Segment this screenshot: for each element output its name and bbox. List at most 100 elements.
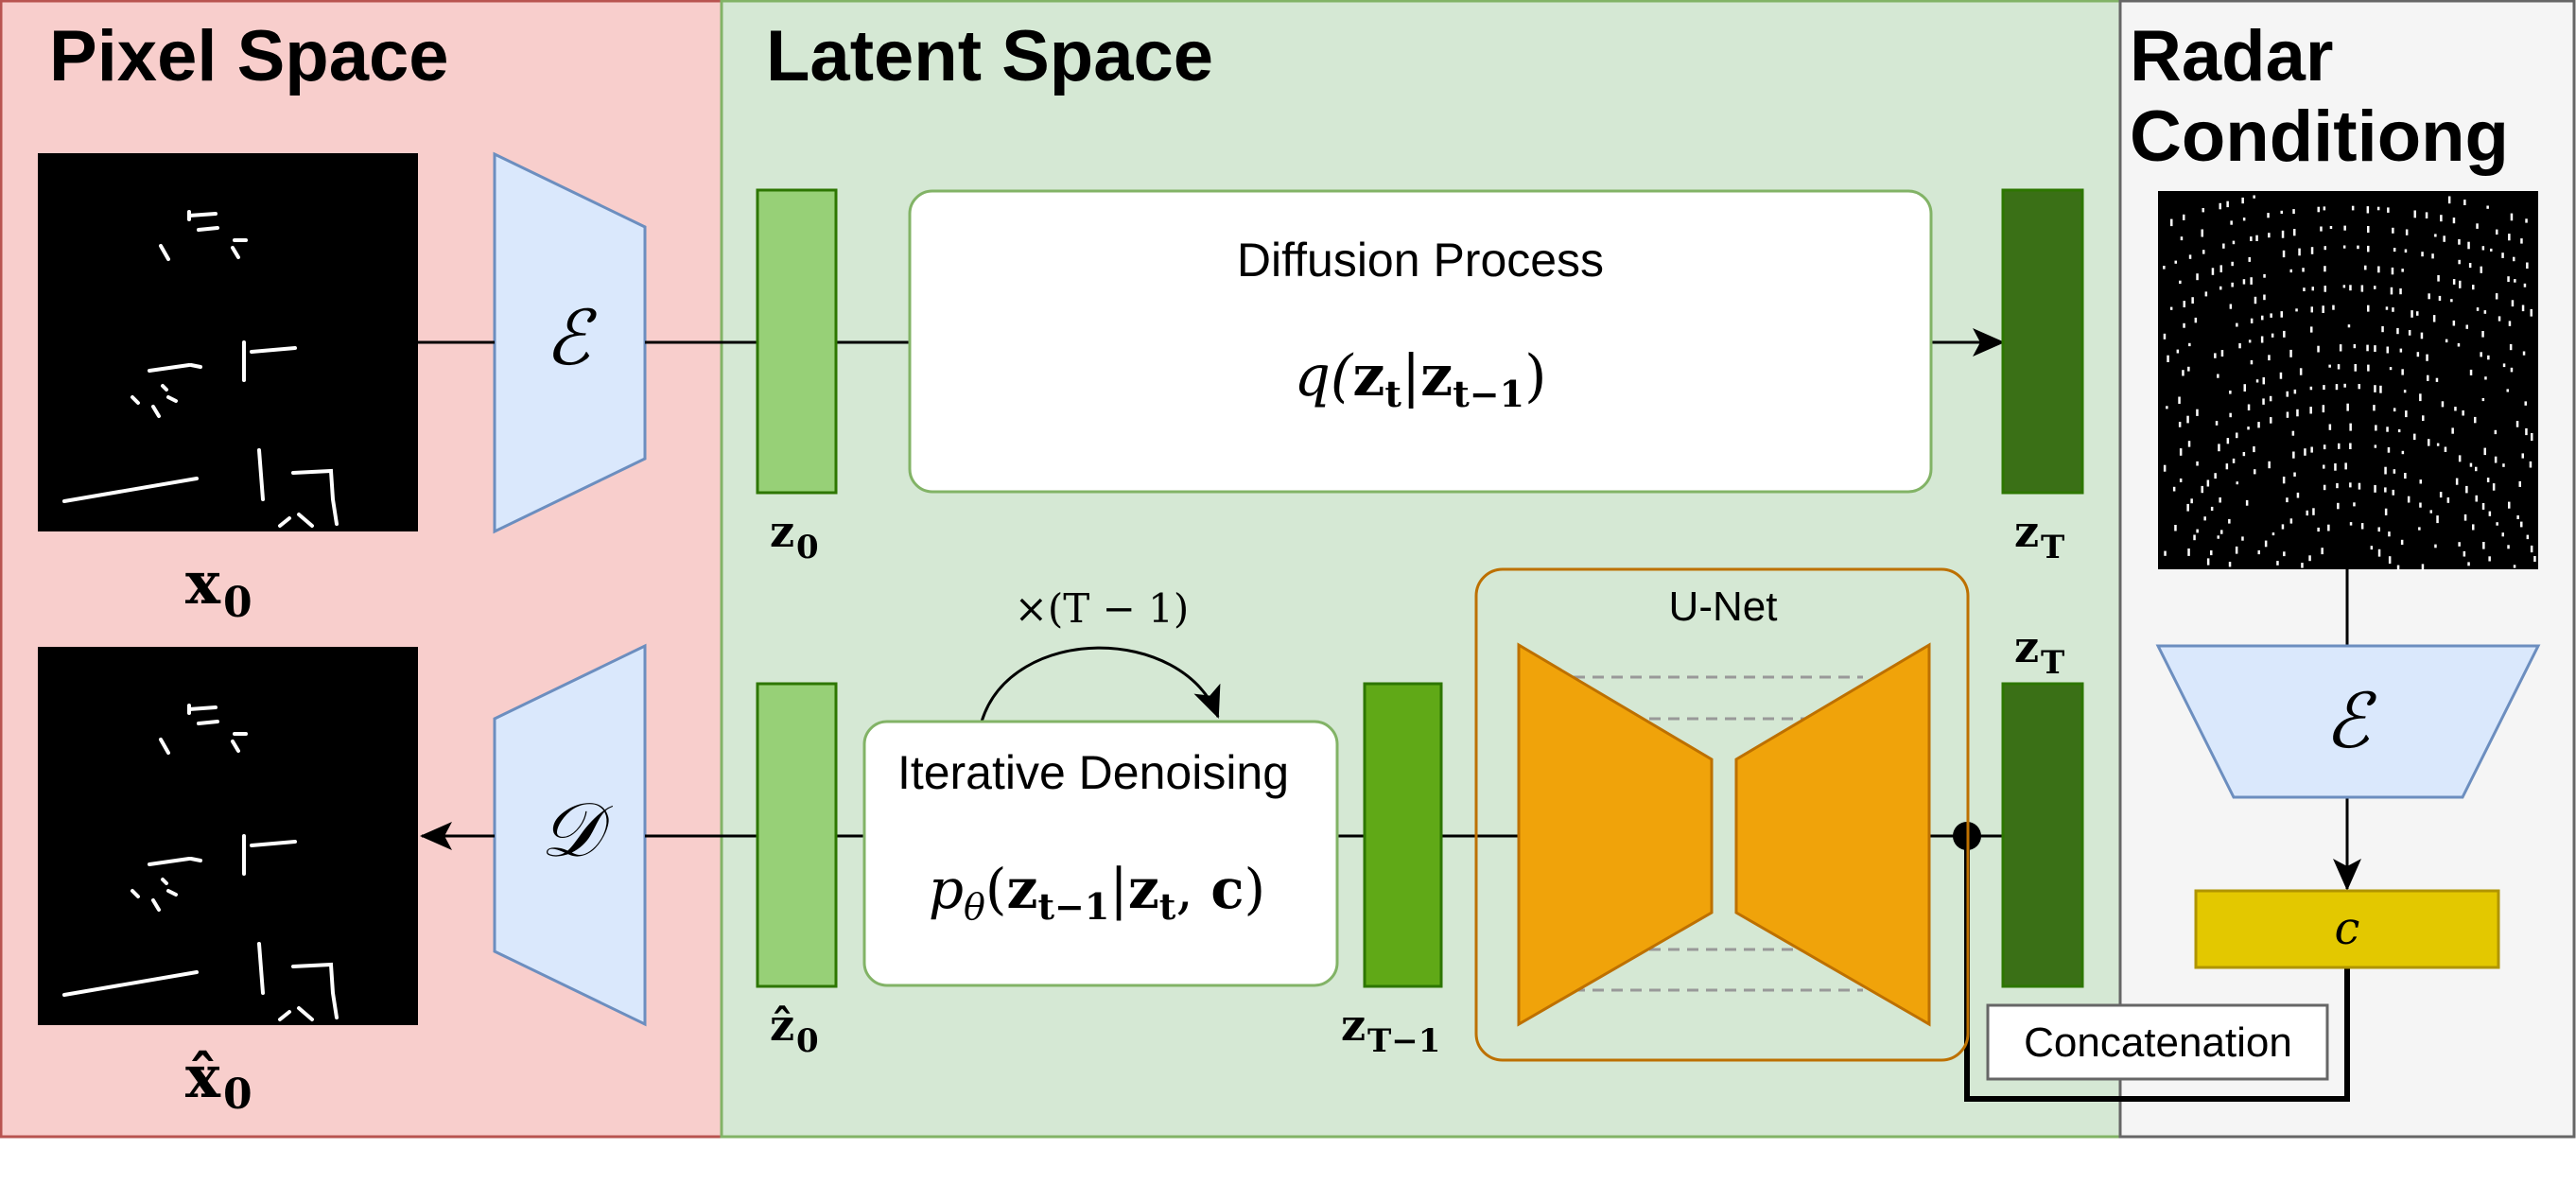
radar-point — [2302, 268, 2305, 272]
latent-zT-bottom-bar — [2001, 682, 2084, 988]
radar-point — [2262, 398, 2265, 405]
radar-point — [2486, 478, 2490, 482]
radar-point — [2211, 268, 2215, 275]
radar-point — [2295, 308, 2298, 312]
radar-point — [2286, 411, 2289, 418]
radar-point — [2270, 313, 2272, 318]
radar-point — [2283, 330, 2286, 338]
radar-point — [2219, 202, 2221, 210]
radar-point — [2494, 456, 2498, 463]
radar-point — [2242, 279, 2246, 285]
radar-point — [2196, 529, 2199, 533]
radar-point — [2367, 305, 2370, 312]
radar-point — [2469, 462, 2473, 467]
label-zT1-main: z — [1341, 1000, 1366, 1051]
radar-point — [2481, 398, 2485, 402]
radar-point — [2286, 391, 2289, 397]
radar-point — [2482, 542, 2485, 549]
input-image-x0 — [38, 153, 418, 531]
radar-point — [2386, 346, 2389, 354]
radar-point — [2323, 385, 2325, 391]
radar-point — [2496, 229, 2498, 235]
radar-point — [2311, 287, 2314, 291]
radar-point — [2533, 556, 2536, 562]
radar-point — [2260, 336, 2264, 343]
radar-point — [2498, 316, 2501, 322]
radar-point — [2388, 531, 2391, 537]
radar-point — [2364, 265, 2367, 270]
radar-point — [2408, 330, 2411, 336]
radar-point — [2188, 342, 2191, 347]
radar-point — [2310, 247, 2314, 254]
radar-point — [2428, 293, 2430, 300]
radar-point — [2387, 207, 2390, 213]
radar-point — [2521, 453, 2524, 459]
radar-point — [2337, 364, 2341, 370]
radar-point — [2450, 299, 2453, 303]
radar-point — [2454, 407, 2457, 411]
output-image-x0-hat — [38, 647, 418, 1025]
radar-point — [2404, 473, 2407, 479]
radar-point — [2367, 226, 2370, 233]
radar-point — [2196, 409, 2199, 416]
radar-point — [2172, 486, 2176, 492]
radar-point — [2238, 342, 2241, 349]
radar-point — [2507, 545, 2510, 549]
radar-point — [2344, 462, 2347, 470]
radar-point — [2507, 276, 2510, 283]
radar-point — [2323, 484, 2326, 491]
radar-point — [2317, 206, 2320, 213]
radar-point — [2220, 530, 2223, 534]
radar-point — [2283, 551, 2286, 557]
radar-point — [2196, 273, 2199, 281]
radar-point — [2253, 446, 2255, 453]
radar-point — [2179, 479, 2183, 482]
radar-point — [2437, 275, 2440, 282]
radar-point — [2337, 502, 2340, 510]
radar-point — [2343, 225, 2346, 231]
label-zT-bottom: z T — [2014, 621, 2064, 682]
radar-point — [2465, 324, 2468, 329]
concatenation-label: Concatenation — [2024, 1019, 2292, 1066]
radar-point — [2320, 226, 2323, 232]
radar-point — [2531, 433, 2533, 441]
radar-point — [2163, 266, 2166, 270]
radar-point — [2388, 556, 2392, 564]
radar-point — [2357, 245, 2359, 250]
radar-point — [2416, 352, 2420, 357]
radar-point — [2232, 240, 2236, 245]
diffusion-process-title: Diffusion Process — [1237, 234, 1604, 287]
radar-point — [2506, 389, 2509, 392]
label-zT1: z T−1 — [1341, 1000, 1440, 1060]
radar-point — [2375, 425, 2377, 431]
radar-point — [2508, 321, 2512, 326]
radar-point — [2229, 391, 2232, 394]
radar-point — [2286, 497, 2289, 503]
label-z0: z 0 — [770, 506, 819, 566]
radar-point — [2349, 285, 2352, 291]
radar-point — [2392, 489, 2394, 496]
radar-point — [2474, 416, 2477, 424]
radar-point — [2391, 267, 2394, 275]
iterative-denoising-box — [862, 720, 1339, 987]
radar-point — [2443, 235, 2445, 242]
radar-point — [2472, 524, 2475, 531]
radar-point — [2462, 410, 2464, 416]
radar-point — [2360, 285, 2364, 292]
radar-point — [2303, 287, 2306, 291]
radar-point — [2480, 352, 2482, 357]
label-zT-top-main: z — [2014, 506, 2039, 557]
radar-point — [2166, 406, 2168, 409]
radar-point — [2163, 464, 2167, 472]
radar-point — [2425, 212, 2428, 218]
label-x0-hat-main: x̂ — [185, 1042, 221, 1111]
radar-point — [2353, 344, 2357, 349]
radar-point — [2483, 447, 2486, 456]
radar-point — [2261, 315, 2264, 321]
radar-point — [2328, 424, 2332, 430]
radar-point — [2187, 548, 2190, 556]
latent-zT1-bar — [1363, 682, 1443, 988]
radar-point — [2243, 384, 2246, 392]
radar-point — [2236, 481, 2238, 485]
radar-point — [2253, 195, 2255, 199]
